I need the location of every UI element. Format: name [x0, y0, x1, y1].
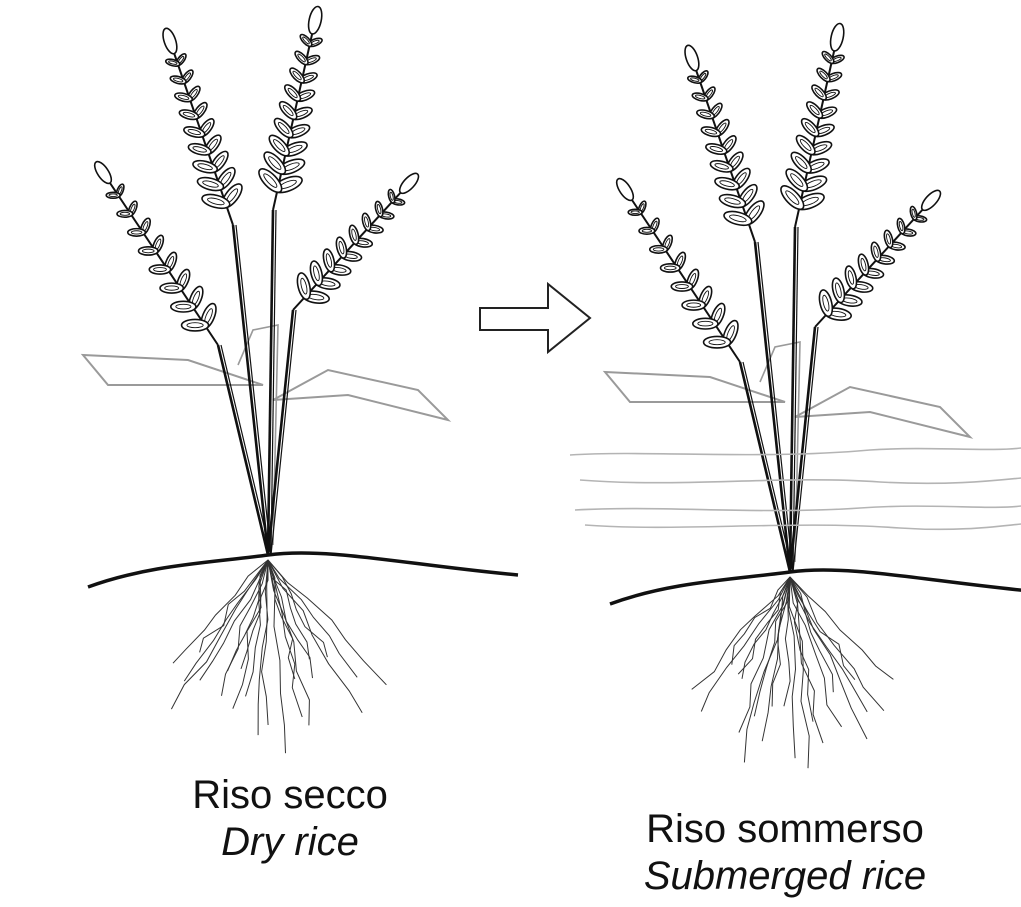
root: [762, 577, 790, 741]
grain: [361, 212, 373, 231]
grain: [295, 272, 313, 301]
grain: [335, 236, 349, 259]
grain-tip: [614, 176, 637, 203]
grain-tip: [306, 5, 324, 35]
grain-tip: [160, 27, 179, 56]
stem-outline: [271, 310, 296, 555]
grain: [171, 301, 196, 312]
stem: [755, 242, 790, 572]
dry-rice-plant: [83, 5, 518, 753]
stem: [218, 345, 268, 555]
stem: [740, 362, 790, 572]
grain: [117, 210, 133, 217]
grain: [182, 319, 209, 331]
submerged-rice-label-it: Riso sommerso: [575, 806, 995, 853]
submerged-rice-label-en: Submerged rice: [575, 853, 995, 900]
grain: [160, 283, 183, 293]
grain: [704, 336, 731, 348]
grain: [650, 246, 668, 254]
root: [742, 577, 790, 679]
grain: [348, 224, 361, 245]
root: [268, 560, 362, 713]
grain-tip: [397, 170, 422, 196]
grain: [661, 264, 681, 272]
grain: [830, 277, 846, 304]
grain: [321, 248, 336, 273]
grain: [628, 209, 642, 215]
root: [790, 577, 893, 679]
leaf-left: [83, 355, 263, 385]
leaf-right: [795, 387, 970, 437]
grain: [149, 265, 170, 274]
grain: [870, 241, 883, 262]
leaf-right: [273, 370, 448, 420]
stem: [233, 225, 268, 555]
outline-arrow-right-icon: [480, 284, 590, 352]
grain: [639, 227, 655, 234]
water-line: [575, 506, 1021, 511]
water-line: [585, 524, 1021, 529]
grain: [896, 218, 906, 235]
root: [171, 560, 268, 709]
submerged-rice-plant: [605, 22, 1021, 768]
grain: [817, 289, 835, 318]
grain: [909, 206, 918, 221]
grain: [883, 229, 895, 248]
root: [268, 560, 309, 725]
root: [262, 560, 269, 725]
grain: [387, 189, 396, 204]
dry-rice-label-en: Dry rice: [140, 819, 440, 866]
leaf-left: [605, 372, 785, 402]
grain-tip: [919, 187, 944, 213]
stem-outline: [236, 225, 271, 555]
submerged-rice-caption: Riso sommerso Submerged rice: [575, 806, 995, 900]
grain-tip: [828, 22, 846, 52]
root: [268, 560, 357, 677]
grain: [106, 192, 120, 198]
stem-outline: [793, 327, 818, 572]
grain: [671, 282, 692, 291]
root: [200, 560, 268, 680]
root: [268, 560, 386, 685]
water-line: [570, 448, 1021, 455]
root: [790, 577, 884, 711]
grain: [843, 265, 858, 290]
grain: [693, 318, 718, 329]
grain: [128, 229, 146, 237]
stem-outline: [758, 242, 793, 572]
soil-line: [88, 553, 518, 587]
grain-tip: [682, 44, 701, 73]
grain-tip: [92, 159, 115, 186]
grain: [857, 253, 871, 276]
grain: [374, 201, 384, 218]
grain: [682, 300, 705, 310]
soil-line: [610, 570, 1021, 604]
dry-rice-label-it: Riso secco: [140, 772, 440, 819]
dry-rice-caption: Riso secco Dry rice: [140, 772, 440, 866]
grain: [308, 260, 324, 287]
grain: [139, 247, 159, 255]
